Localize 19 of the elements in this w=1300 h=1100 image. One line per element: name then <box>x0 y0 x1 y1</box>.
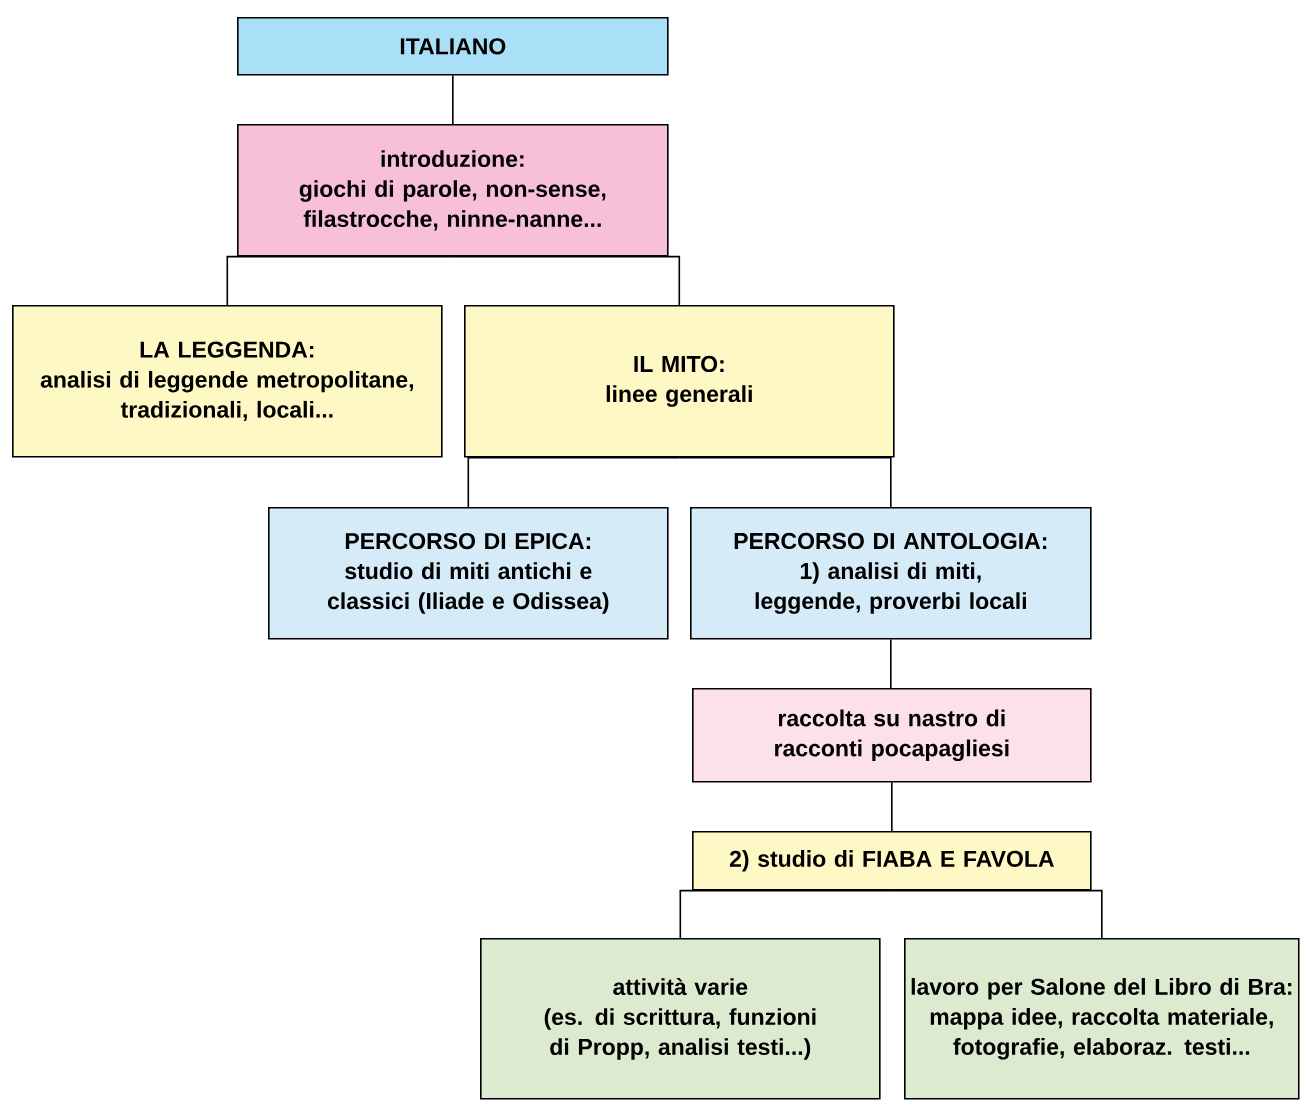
connector-line <box>452 74 454 125</box>
connector-line <box>890 638 892 689</box>
topic-box: LA LEGGENDA: analisi di leggende metropolitane, tradizionali, locali... <box>12 305 443 458</box>
topic-box: IL MITO: linee generali <box>464 305 895 458</box>
topic-box: PERCORSO DI ANTOLOGIA: 1) analisi di miti, leggende, proverbi locali <box>690 507 1092 640</box>
connector-line <box>891 781 893 832</box>
topic-box: lavoro per Salone del Libro di Bra: mappa idee, raccolta materiale, fotografie, elaboraz. testi... <box>904 938 1300 1100</box>
connector-line <box>452 255 681 306</box>
topic-box: introduzione: giochi di parole, non-sense, filastrocche, ninne-nanne... <box>237 124 669 257</box>
connector-line <box>891 889 1103 939</box>
connector-line <box>679 889 893 939</box>
connector-line <box>226 255 454 306</box>
connector-line <box>678 456 892 508</box>
topic-box: raccolta su nastro di racconti pocapagliesi <box>692 688 1092 783</box>
topic-box: attività varie (es. di scrittura, funzioni di Propp, analisi testi...) <box>480 938 881 1100</box>
topic-box: 2) studio di FIABA E FAVOLA <box>692 831 1092 891</box>
connector-line <box>467 456 681 508</box>
topic-box: PERCORSO DI EPICA: studio di miti antichi e classici (Iliade e Odissea) <box>268 507 669 640</box>
title-box: ITALIANO <box>237 17 669 76</box>
